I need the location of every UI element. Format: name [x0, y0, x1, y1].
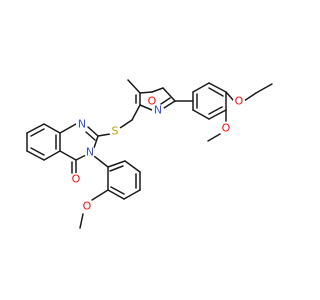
- bond-lines: [26, 79, 273, 229]
- atom-label-n: N: [86, 146, 94, 159]
- bond: [109, 165, 124, 172]
- atom-label-o: O: [72, 173, 81, 186]
- o-carbonyl-atom: O: [70, 173, 82, 186]
- bond: [208, 82, 227, 93]
- bond: [59, 123, 77, 134]
- s-thioether-atom: S: [109, 125, 121, 138]
- bond: [93, 135, 99, 149]
- o-ether-ethoxy-atom: O: [233, 95, 245, 108]
- bond: [91, 189, 109, 201]
- bond: [97, 133, 111, 137]
- bond: [26, 150, 45, 161]
- bond: [119, 119, 133, 129]
- bond: [139, 104, 153, 111]
- bond: [30, 147, 45, 156]
- atom-label-background: [84, 146, 96, 158]
- atom-label-background: [152, 104, 164, 116]
- bond: [139, 91, 153, 94]
- bond: [162, 87, 176, 102]
- bond: [93, 155, 109, 168]
- atom-label-o: O: [83, 200, 92, 213]
- bond: [123, 189, 141, 200]
- bond: [192, 82, 210, 93]
- bond: [151, 87, 164, 93]
- bond: [131, 104, 141, 121]
- bond: [207, 133, 221, 142]
- bond: [192, 109, 210, 120]
- atom-label-n: N: [154, 104, 162, 117]
- atom-label-o: O: [222, 122, 231, 135]
- atom-label-n: N: [78, 118, 86, 131]
- bond: [124, 160, 141, 173]
- atom-label-background: [109, 125, 121, 137]
- bond: [43, 123, 61, 134]
- bond: [87, 126, 99, 137]
- atom-label-o: O: [235, 95, 244, 108]
- atom-label-o: O: [148, 95, 157, 108]
- atom-label-background: [76, 118, 88, 130]
- bond: [26, 123, 45, 134]
- atom-label-background: [70, 173, 82, 185]
- atom-label-background: [233, 95, 245, 107]
- bond: [127, 79, 141, 94]
- canvas-background: [0, 0, 300, 300]
- atom-label-background: [220, 122, 232, 134]
- bond: [85, 131, 96, 141]
- n-quinazoline-3-atom: N: [84, 146, 96, 159]
- n-quinazoline-1-atom: N: [76, 118, 88, 131]
- o-oxazole-atom: O: [146, 95, 158, 108]
- bond: [243, 92, 257, 102]
- n-oxazole-atom: N: [152, 104, 164, 117]
- bond: [225, 91, 235, 102]
- atom-label-background: [146, 95, 158, 107]
- atom-label-background: [81, 200, 93, 212]
- bond: [163, 100, 176, 109]
- o-ether-methoxy-top-atom: O: [220, 122, 232, 135]
- bond: [107, 189, 125, 200]
- bond: [208, 109, 227, 120]
- bond: [110, 186, 125, 195]
- bond: [79, 213, 84, 229]
- bond: [107, 160, 126, 168]
- bond: [75, 154, 87, 161]
- bond: [43, 150, 61, 161]
- o-ether-methoxy-bottom-atom: O: [81, 200, 93, 213]
- bond: [59, 150, 77, 161]
- bond: [30, 128, 45, 137]
- atom-label-s: S: [112, 125, 119, 138]
- bond: [160, 97, 171, 105]
- bond: [208, 87, 224, 97]
- bond: [255, 83, 273, 94]
- bond: [208, 106, 223, 115]
